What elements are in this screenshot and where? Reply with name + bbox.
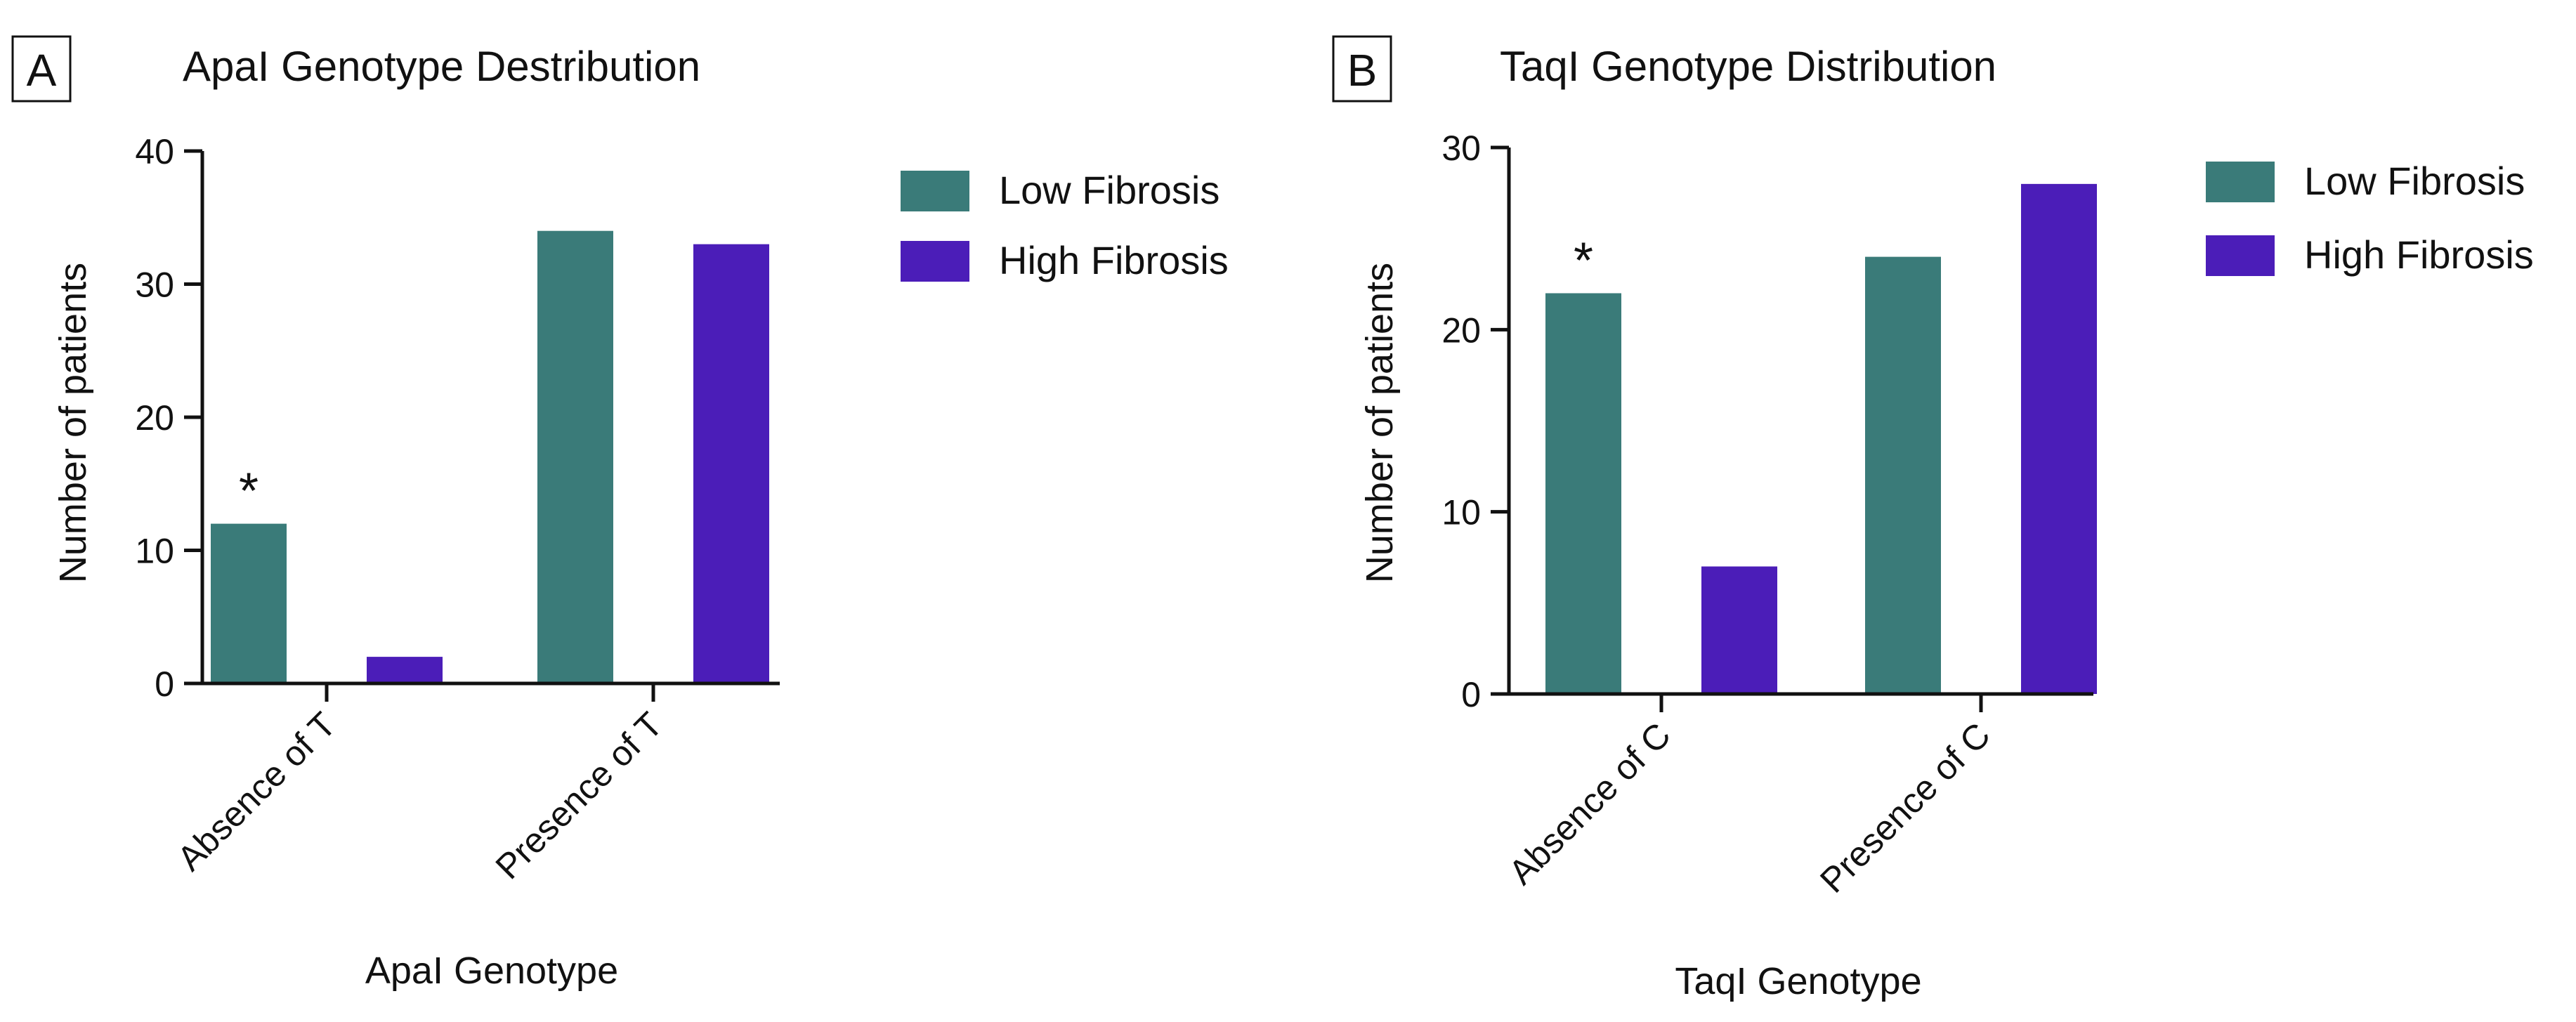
panel-a-annotations: * xyxy=(239,464,259,520)
panel-b-x-ticks: Absence of C Presence of C xyxy=(1501,694,1998,900)
panel-b: B TaqI Genotype Distribution Number of p… xyxy=(1332,35,2534,1002)
panel-b-bar-low-1 xyxy=(1545,293,1621,694)
panel-b-bar-high-2 xyxy=(2021,183,2097,694)
panel-b-legend-label-low: Low Fibrosis xyxy=(2304,159,2525,203)
panel-a-letter: A xyxy=(27,45,57,96)
panel-a-xlabel: ApaI Genotype xyxy=(365,950,618,992)
panel-b-significance-star: * xyxy=(1574,232,1593,289)
panel-b-ylabel: Number of patients xyxy=(1359,263,1401,583)
panel-a-legend-swatch-low xyxy=(901,171,969,211)
panel-a-x-tick-label: Presence of T xyxy=(488,705,670,886)
panel-a-title: ApaI Genotype Destribution xyxy=(183,43,700,90)
panel-a-y-tick-label: 0 xyxy=(155,664,174,704)
panel-a-legend: Low Fibrosis High Fibrosis xyxy=(901,168,1229,282)
panel-b-x-tick-label: Absence of C xyxy=(1501,715,1678,892)
panel-a-y-tick-label: 30 xyxy=(135,266,174,305)
panel-a-x-tick-label: Absence of T xyxy=(170,705,344,878)
panel-b-legend-label-high: High Fibrosis xyxy=(2304,232,2534,277)
panel-b-bars xyxy=(1545,183,2097,695)
panel-a-legend-label-low: Low Fibrosis xyxy=(999,168,1220,212)
panel-b-y-tick-label: 30 xyxy=(1441,129,1481,168)
panel-a-bar-high-1 xyxy=(367,657,443,683)
panel-b-legend-swatch-high xyxy=(2206,235,2275,276)
panel-b-legend: Low Fibrosis High Fibrosis xyxy=(2206,159,2534,277)
panel-b-xlabel: TaqI Genotype xyxy=(1675,960,1921,1002)
panel-b-title: TaqI Genotype Distribution xyxy=(1500,43,1996,90)
panel-a-bar-low-2 xyxy=(537,230,613,683)
panel-a-y-tick-label: 10 xyxy=(135,532,174,571)
panel-b-y-tick-label: 20 xyxy=(1441,310,1481,350)
panel-b-y-tick-label: 0 xyxy=(1461,675,1481,714)
panel-b-bar-low-2 xyxy=(1865,256,1941,695)
panel-b-x-tick-label: Presence of C xyxy=(1812,715,1998,900)
panel-a-bar-low-1 xyxy=(211,523,287,683)
panel-a-y-tick-label: 40 xyxy=(135,132,174,171)
panel-b-y-ticks: 0 10 20 30 xyxy=(1441,129,1509,714)
panel-b-letter: B xyxy=(1347,45,1378,96)
panel-a-ylabel: Number of patients xyxy=(52,263,94,583)
panel-a-letter-box xyxy=(11,35,72,103)
panel-b-plot: * 0 10 20 30 Absence of C Presence of C xyxy=(1441,129,2097,900)
panel-a-plot: * 0 10 20 30 40 Absence of T Presence of T xyxy=(135,132,780,886)
panel-a-significance-star: * xyxy=(239,464,259,520)
panel-a-y-ticks: 0 10 20 30 40 xyxy=(135,132,202,704)
panel-b-y-tick-label: 10 xyxy=(1441,493,1481,532)
panel-a-legend-swatch-high xyxy=(901,241,969,282)
panel-a: A ApaI Genotype Destribution Number of p… xyxy=(11,35,1229,992)
panel-a-bars xyxy=(211,230,769,683)
panel-b-annotations: * xyxy=(1574,232,1593,289)
panel-b-bar-high-1 xyxy=(1701,566,1777,694)
panel-a-x-ticks: Absence of T Presence of T xyxy=(170,683,670,886)
panel-b-letter-box xyxy=(1332,35,1392,103)
panel-a-legend-label-high: High Fibrosis xyxy=(999,238,1229,282)
panel-a-y-tick-label: 20 xyxy=(135,398,174,438)
panel-b-legend-swatch-low xyxy=(2206,162,2275,202)
panel-a-bar-high-2 xyxy=(693,244,769,683)
